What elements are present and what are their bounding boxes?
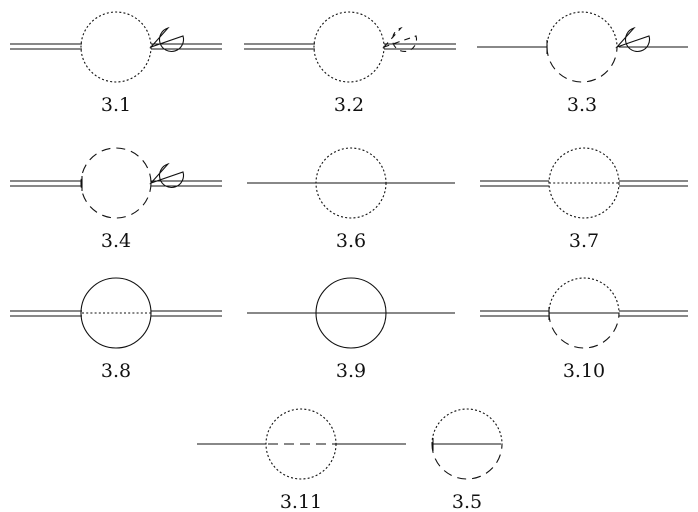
diagram-label-3-9: 3.9: [336, 360, 366, 382]
diagram-3-4: 3.4: [10, 147, 222, 252]
diagram-label-3-4: 3.4: [101, 230, 131, 252]
diagram-3-3: 3.3: [477, 11, 688, 116]
diagram-3-9: 3.9: [247, 277, 455, 382]
diagram-3-10: 3.10: [480, 277, 688, 382]
diagram-3-8: 3.8: [10, 277, 222, 382]
diagram-3-6: 3.6: [247, 147, 455, 252]
diagram-3-7: 3.7: [480, 147, 688, 252]
diagram-label-3-3: 3.3: [567, 94, 597, 116]
diagram-label-3-1: 3.1: [101, 94, 131, 116]
diagram-label-3-8: 3.8: [101, 360, 131, 382]
diagram-label-3-10: 3.10: [563, 360, 605, 382]
diagram-3-11: 3.11: [197, 408, 406, 512]
diagram-label-3-11: 3.11: [280, 491, 322, 512]
diagram-label-3-6: 3.6: [336, 230, 366, 252]
diagram-3-1: 3.1: [10, 11, 222, 116]
diagram-3-5: 3.5: [431, 408, 503, 512]
diagram-3-2: 3.2: [244, 11, 456, 116]
diagram-label-3-2: 3.2: [334, 94, 364, 116]
diagram-label-3-7: 3.7: [569, 230, 599, 252]
diagram-label-3-5: 3.5: [452, 491, 482, 512]
